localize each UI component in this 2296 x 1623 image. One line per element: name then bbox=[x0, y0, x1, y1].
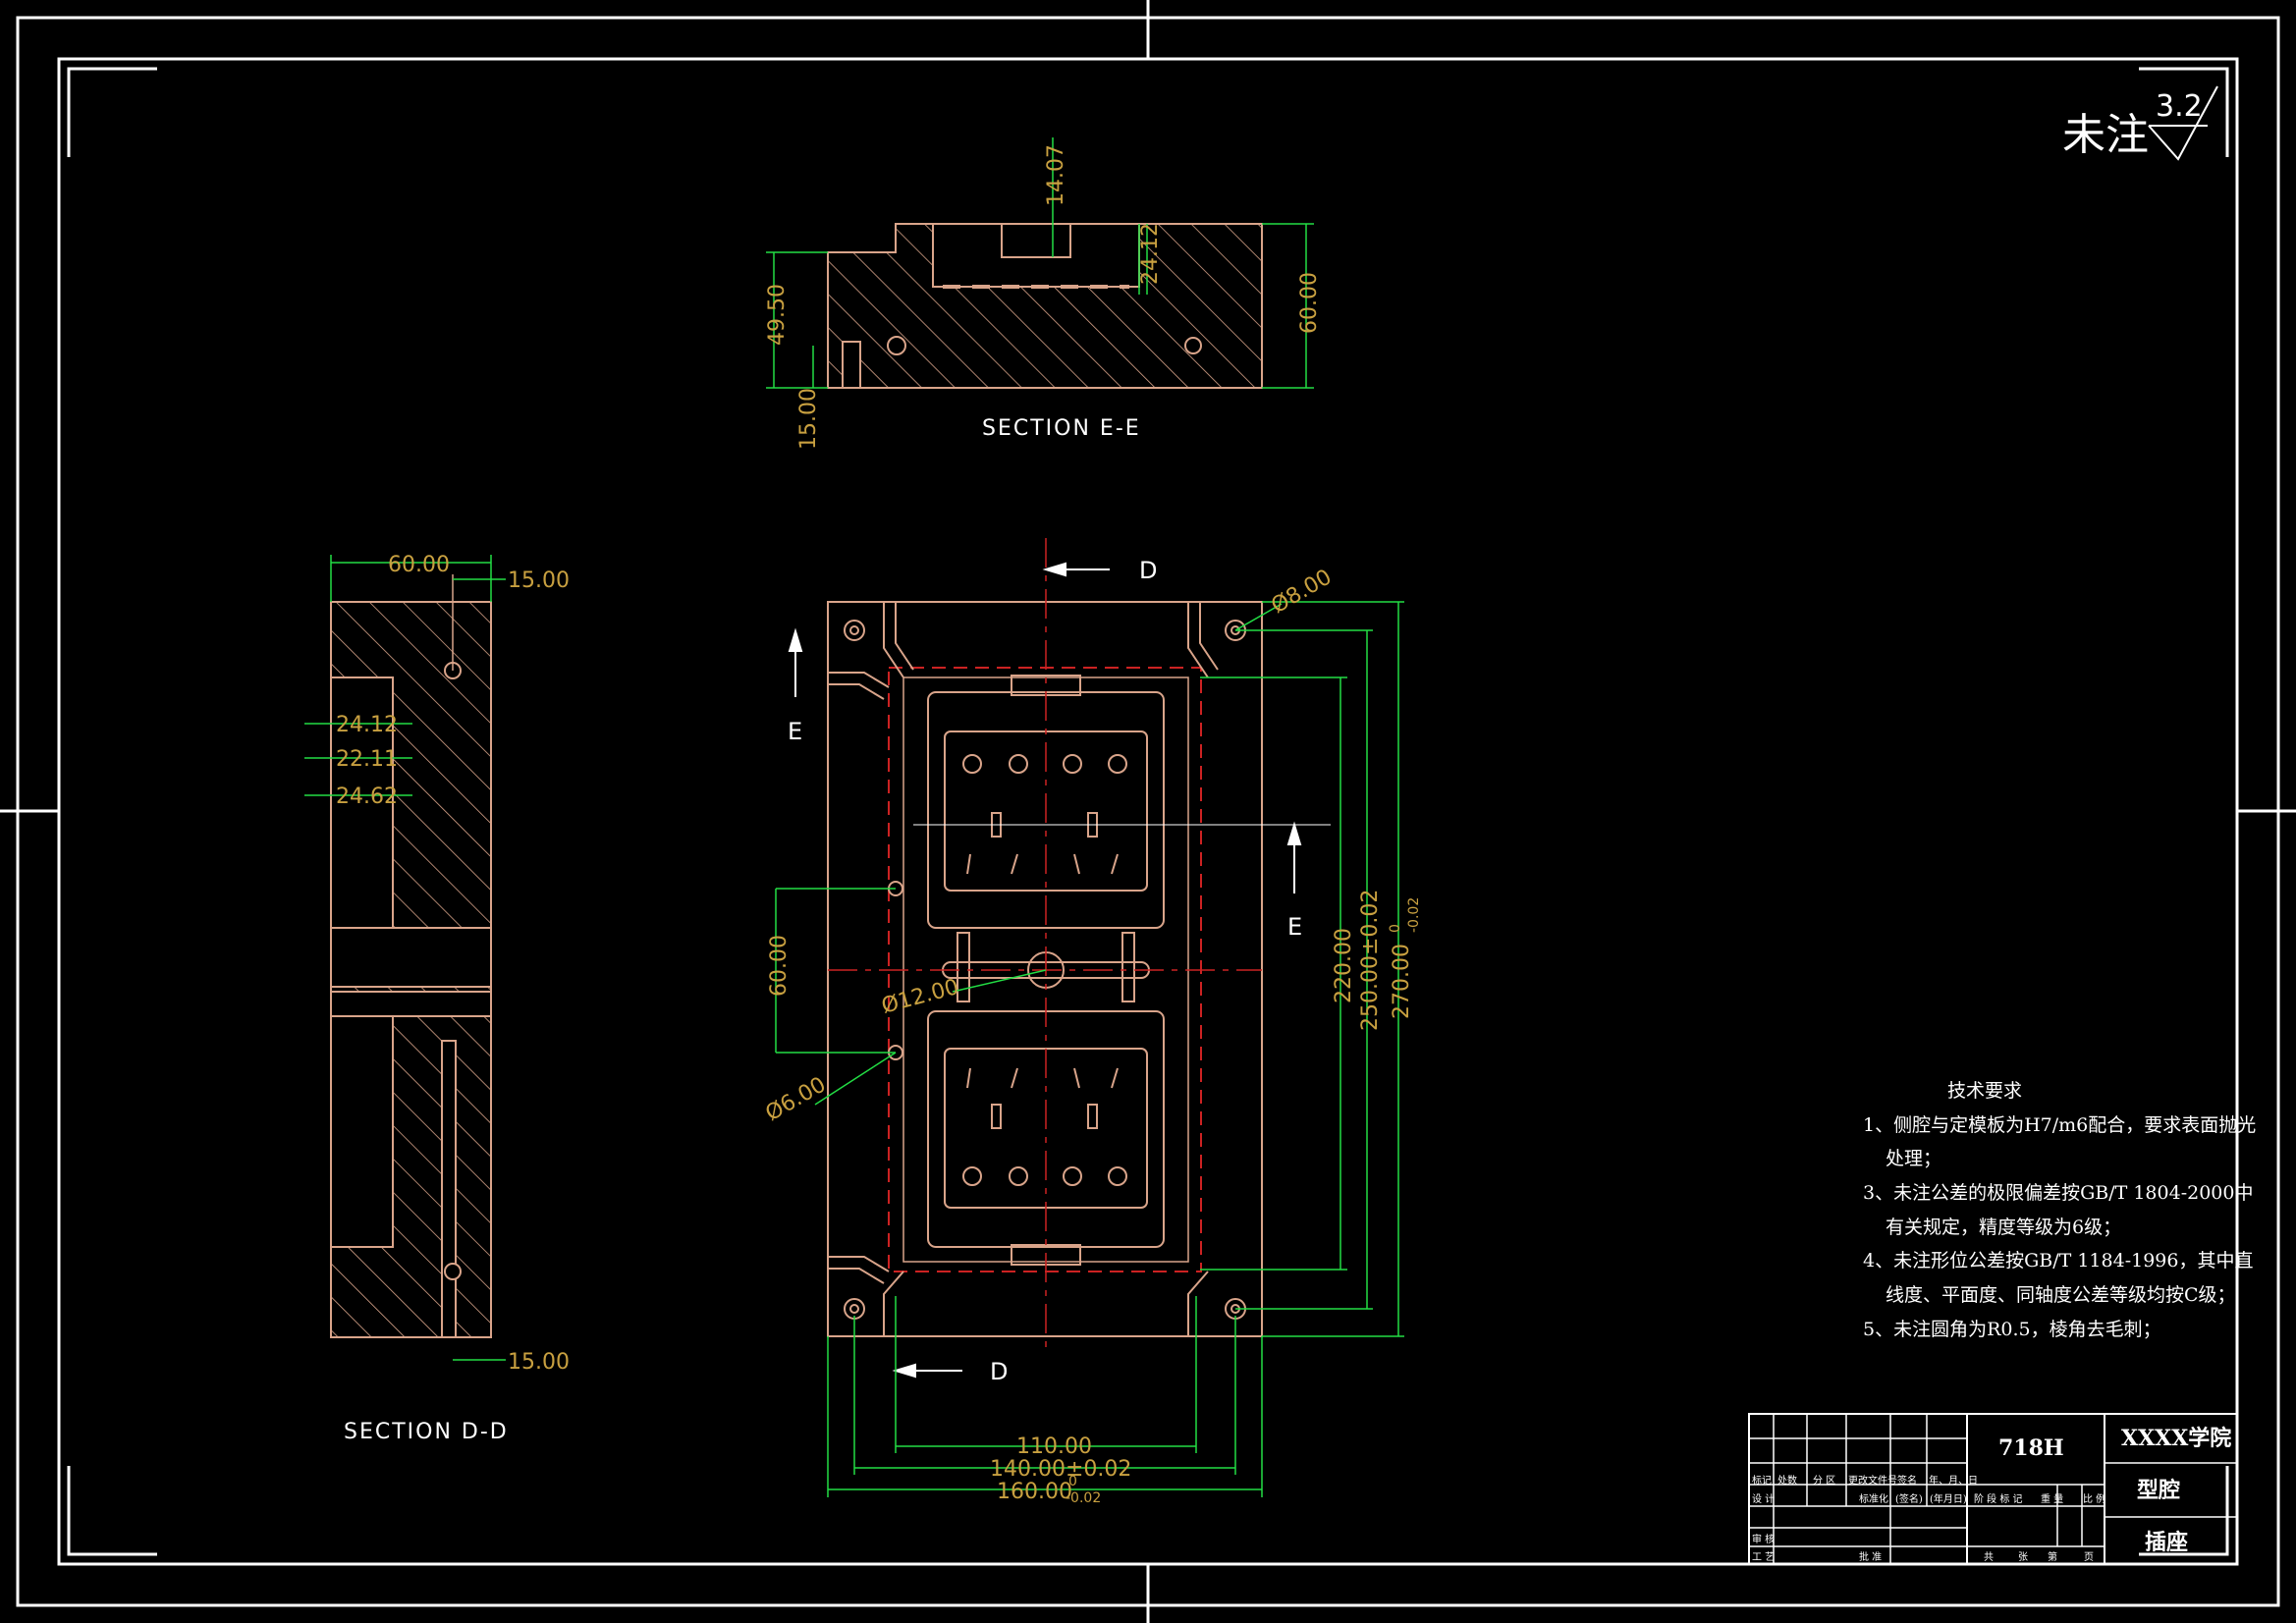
section-mark-e-right: E bbox=[1287, 913, 1302, 941]
section-d-d: 60.00 15.00 24.12 22.11 24.62 15.00 SECT… bbox=[304, 553, 570, 1444]
section-mark-d-top: D bbox=[1139, 557, 1157, 584]
tech-req-line-3: 3、未注公差的极限偏差按GB/T 1804-2000中 bbox=[1863, 1182, 2253, 1204]
tb-page: 页 bbox=[2084, 1551, 2094, 1563]
title-block bbox=[1748, 1413, 2238, 1565]
tb-approve: 批 准 bbox=[1859, 1550, 1882, 1563]
part-type: 型腔 bbox=[2137, 1478, 2180, 1503]
tb-sheets: 张 bbox=[2018, 1551, 2028, 1563]
surface-note-label: 未注 bbox=[2062, 110, 2149, 160]
socket-features-bottom bbox=[962, 1067, 1127, 1186]
dim-vert-220: 220.00 bbox=[1332, 928, 1356, 1003]
roughness-symbol-icon bbox=[2148, 85, 2218, 161]
dim-vert-270-tol-top: 0 bbox=[1388, 924, 1403, 933]
tb-label-zone: 分 区 bbox=[1813, 1475, 1835, 1487]
socket-features-top bbox=[962, 754, 1127, 875]
title-block-text: 718H XXXX学院 型腔 插座 标记 处数 分 区 更改文件号 签名 年、月… bbox=[1752, 1426, 2231, 1563]
dim-vert-270-tol-bottom: -0.02 bbox=[1406, 897, 1422, 933]
section-dd-title: SECTION D-D bbox=[344, 1420, 509, 1444]
ee-dim-14-07: 14.07 bbox=[1044, 144, 1068, 206]
tech-req-line-6: 线度、平面度、同轴度公差等级均按C级； bbox=[1886, 1284, 2236, 1306]
tb-review: 审 核 bbox=[1752, 1533, 1775, 1545]
plan-view: D E E D bbox=[762, 538, 1422, 1506]
surface-note-value: 3.2 bbox=[2156, 89, 2203, 124]
tech-req-line-1: 1、侧腔与定模板为H7/m6配合，要求表面抛光 bbox=[1863, 1114, 2256, 1136]
dim-vert-60: 60.00 bbox=[767, 935, 792, 997]
dd-dim-24-62: 24.62 bbox=[336, 784, 398, 809]
tb-design: 设 计 bbox=[1752, 1492, 1775, 1505]
tb-weight: 重 量 bbox=[2041, 1492, 2063, 1505]
section-ee-title: SECTION E-E bbox=[982, 416, 1141, 441]
technical-requirements: 技术要求 1、侧腔与定模板为H7/m6配合，要求表面抛光 处理； 3、未注公差的… bbox=[1863, 1080, 2256, 1340]
tb-process: 工 艺 bbox=[1752, 1551, 1775, 1563]
section-markers bbox=[788, 562, 1302, 1379]
tech-req-line-5: 4、未注形位公差按GB/T 1184-1996，其中直 bbox=[1863, 1250, 2253, 1271]
dim-horiz-160-tol-top: 0 bbox=[1068, 1474, 1077, 1489]
ee-dim-15-00: 15.00 bbox=[796, 388, 821, 450]
dd-dim-22-11: 22.11 bbox=[336, 747, 398, 772]
dim-vert-270: 270.00 bbox=[1390, 944, 1414, 1019]
tb-label-count: 处数 bbox=[1777, 1474, 1797, 1487]
tb-number: 第 bbox=[2048, 1550, 2057, 1563]
dim-horiz-140: 140.00±0.02 bbox=[990, 1457, 1131, 1482]
tb-stage-mark: 阶 段 标 记 bbox=[1974, 1492, 2023, 1505]
dim-vert-250: 250.00±0.02 bbox=[1358, 890, 1383, 1031]
dd-dim-15-00-bottom: 15.00 bbox=[508, 1350, 570, 1375]
surface-roughness-note: 未注 3.2 bbox=[2062, 85, 2218, 161]
section-e-e: 14.07 24.12 49.50 60.00 15.00 SECTION E-… bbox=[765, 137, 1322, 450]
section-mark-e-left: E bbox=[788, 718, 802, 745]
tb-label-sign: 签名 bbox=[1897, 1474, 1917, 1487]
dim-hole-8: Ø8.00 bbox=[1268, 565, 1337, 619]
tech-req-title: 技术要求 bbox=[1947, 1080, 2022, 1102]
tb-standardization: 标准化 bbox=[1859, 1492, 1888, 1505]
plan-dimension-lines bbox=[775, 601, 1404, 1497]
dd-dim-60-00: 60.00 bbox=[388, 553, 450, 577]
ee-dim-49-50: 49.50 bbox=[765, 284, 790, 346]
tb-year-month-day: (年月日) bbox=[1930, 1492, 1967, 1505]
tb-label-mark: 标记 bbox=[1752, 1475, 1772, 1487]
dd-dim-15-00-top: 15.00 bbox=[508, 568, 570, 593]
tb-total: 共 bbox=[1984, 1551, 1994, 1563]
tb-scale: 比 例 bbox=[2083, 1492, 2105, 1505]
part-name: 插座 bbox=[2145, 1530, 2188, 1555]
tb-label-change-doc: 更改文件号 bbox=[1848, 1474, 1897, 1487]
material-code: 718H bbox=[1998, 1435, 2064, 1461]
dim-horiz-160-tol-bottom: -0.02 bbox=[1066, 1490, 1101, 1506]
cavity-plate-outline bbox=[827, 601, 1263, 1337]
ee-dim-60-00: 60.00 bbox=[1297, 272, 1322, 334]
school-name: XXXX学院 bbox=[2121, 1426, 2231, 1451]
dim-horiz-160: 160.00 bbox=[997, 1480, 1072, 1504]
tech-req-line-2: 处理； bbox=[1886, 1148, 1941, 1169]
ee-dim-24-12: 24.12 bbox=[1138, 223, 1163, 285]
tb-label-date: 年、月、日 bbox=[1929, 1474, 1978, 1487]
tech-req-line-7: 5、未注圆角为R0.5，棱角去毛刺； bbox=[1863, 1319, 2161, 1340]
dim-hole-12: Ø12.00 bbox=[879, 975, 961, 1019]
dim-hole-6: Ø6.00 bbox=[762, 1072, 831, 1126]
tech-req-line-4: 有关规定，精度等级为6级； bbox=[1886, 1217, 2121, 1238]
tb-signature: (签名) bbox=[1895, 1492, 1923, 1505]
dd-dim-24-12: 24.12 bbox=[336, 713, 398, 737]
section-mark-d-bottom: D bbox=[990, 1358, 1008, 1385]
dim-horiz-110: 110.00 bbox=[1016, 1434, 1092, 1459]
